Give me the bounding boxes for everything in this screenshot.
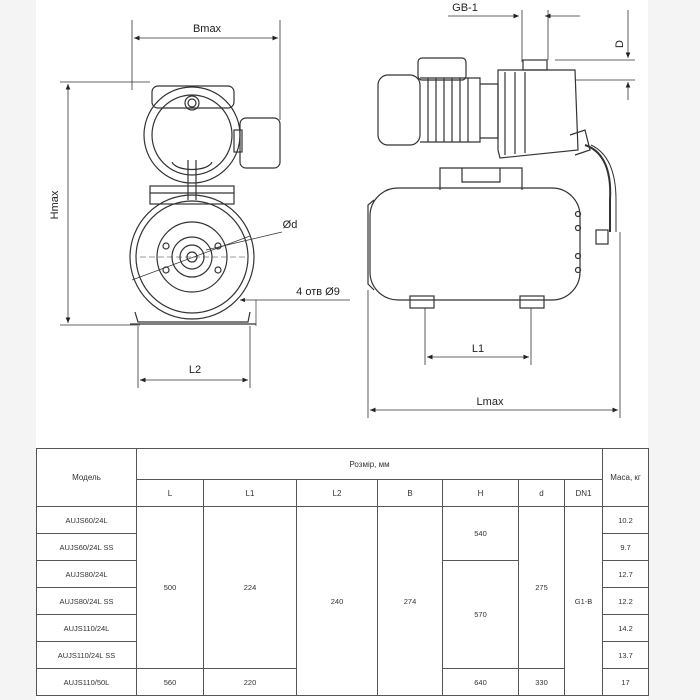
- model-cell: AUJS80/24L: [36, 560, 137, 588]
- col-header: H: [442, 479, 519, 507]
- cell-h: 540: [442, 506, 519, 561]
- mass-cell: 10.2: [602, 506, 650, 534]
- cell-d: 275: [518, 506, 565, 669]
- mass-cell: 17: [602, 668, 650, 696]
- col-header: DN1: [563, 479, 604, 507]
- lmax-label: Lmax: [477, 396, 504, 408]
- mass-cell: 13.7: [602, 641, 650, 669]
- model-cell: AUJS60/24L: [36, 506, 137, 534]
- cell-h: 570: [442, 560, 519, 669]
- pump-technical-drawing: Bmax Hmax Ød 4 отв Ø9 L2: [49, 2, 635, 418]
- bmax-label: Bmax: [193, 23, 222, 35]
- cell-d: 330: [518, 668, 565, 696]
- col-header: L2: [296, 479, 378, 507]
- model-cell: AUJS110/24L: [36, 614, 137, 642]
- l1-label: L1: [472, 343, 484, 355]
- mass-cell: 9.7: [602, 533, 650, 561]
- mass-cell: 12.7: [602, 560, 650, 588]
- specification-table: Модель Розмір, мм Маса, кг L L1 L2 B H d…: [36, 448, 650, 696]
- l2-label: L2: [189, 364, 201, 376]
- col-header: L1: [203, 479, 297, 507]
- d-label: D: [614, 40, 626, 48]
- col-header: d: [518, 479, 565, 507]
- cell-h: 640: [442, 668, 519, 696]
- model-cell: AUJS110/24L SS: [36, 641, 137, 669]
- model-cell: AUJS110/50L: [36, 668, 137, 696]
- cell-dn1: G1-B: [563, 506, 604, 696]
- cell-l1: 220: [203, 668, 297, 696]
- mass-cell: 14.2: [602, 614, 650, 642]
- col-header: L: [136, 479, 204, 507]
- cell-b: 274: [377, 506, 443, 696]
- side-view: [367, 10, 635, 418]
- holes-label: 4 отв Ø9: [296, 286, 340, 298]
- cell-l1: 224: [203, 506, 297, 669]
- cell-l: 500: [136, 506, 204, 669]
- mass-cell: 12.2: [602, 587, 650, 615]
- gb1-label: GB-1: [452, 2, 478, 14]
- model-header: Модель: [36, 448, 137, 507]
- cell-l2: 240: [296, 506, 378, 696]
- model-cell: AUJS80/24L SS: [36, 587, 137, 615]
- size-header: Розмір, мм: [135, 448, 604, 480]
- hmax-label: Hmax: [49, 190, 61, 219]
- front-view: [60, 20, 350, 388]
- diameter-label: Ød: [283, 219, 298, 231]
- col-header: B: [377, 479, 443, 507]
- cell-l: 560: [136, 668, 204, 696]
- model-cell: AUJS60/24L SS: [36, 533, 137, 561]
- mass-header: Маса, кг: [602, 448, 650, 507]
